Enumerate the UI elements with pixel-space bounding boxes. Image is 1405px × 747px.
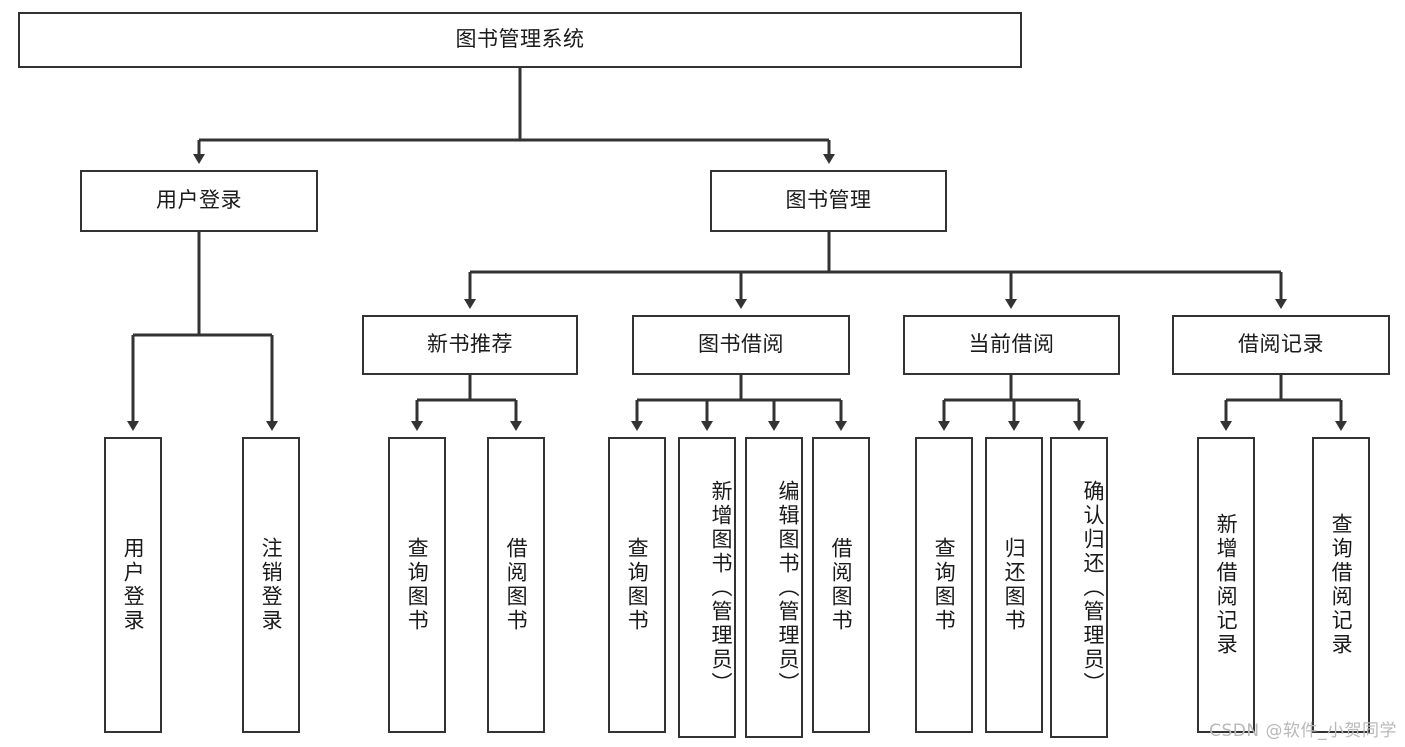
node-borrow-record[interactable]: 借阅记录 xyxy=(1172,315,1390,375)
node-current-borrow[interactable]: 当前借阅 xyxy=(903,315,1120,375)
node-user-login[interactable]: 用户登录 xyxy=(80,170,318,232)
node-leaf-query-book-current[interactable]: 查询图书 xyxy=(915,437,973,733)
node-leaf-add-book[interactable]: 新增图书（管理员） xyxy=(678,437,736,738)
node-leaf-confirm-return[interactable]: 确认归还（管理员） xyxy=(1050,437,1108,738)
node-leaf-logout[interactable]: 注销登录 xyxy=(242,437,300,733)
node-book-manage[interactable]: 图书管理 xyxy=(710,170,947,232)
watermark-text: CSDN @软件_小贺同学 xyxy=(1209,721,1397,741)
node-leaf-query-borrow-record[interactable]: 查询借阅记录 xyxy=(1312,437,1370,733)
node-leaf-query-book-recommend[interactable]: 查询图书 xyxy=(388,437,446,733)
node-book-borrow[interactable]: 图书借阅 xyxy=(632,315,850,375)
node-leaf-borrow-book-recommend[interactable]: 借阅图书 xyxy=(487,437,545,733)
node-leaf-borrow-book[interactable]: 借阅图书 xyxy=(812,437,870,733)
node-root[interactable]: 图书管理系统 xyxy=(18,12,1022,68)
node-leaf-user-login[interactable]: 用户登录 xyxy=(104,437,162,733)
node-leaf-query-book-borrow[interactable]: 查询图书 xyxy=(608,437,666,733)
node-leaf-edit-book[interactable]: 编辑图书（管理员） xyxy=(745,437,803,738)
node-leaf-add-borrow-record[interactable]: 新增借阅记录 xyxy=(1197,437,1255,733)
node-new-book-recommend[interactable]: 新书推荐 xyxy=(362,315,578,375)
node-leaf-return-book[interactable]: 归还图书 xyxy=(985,437,1043,733)
